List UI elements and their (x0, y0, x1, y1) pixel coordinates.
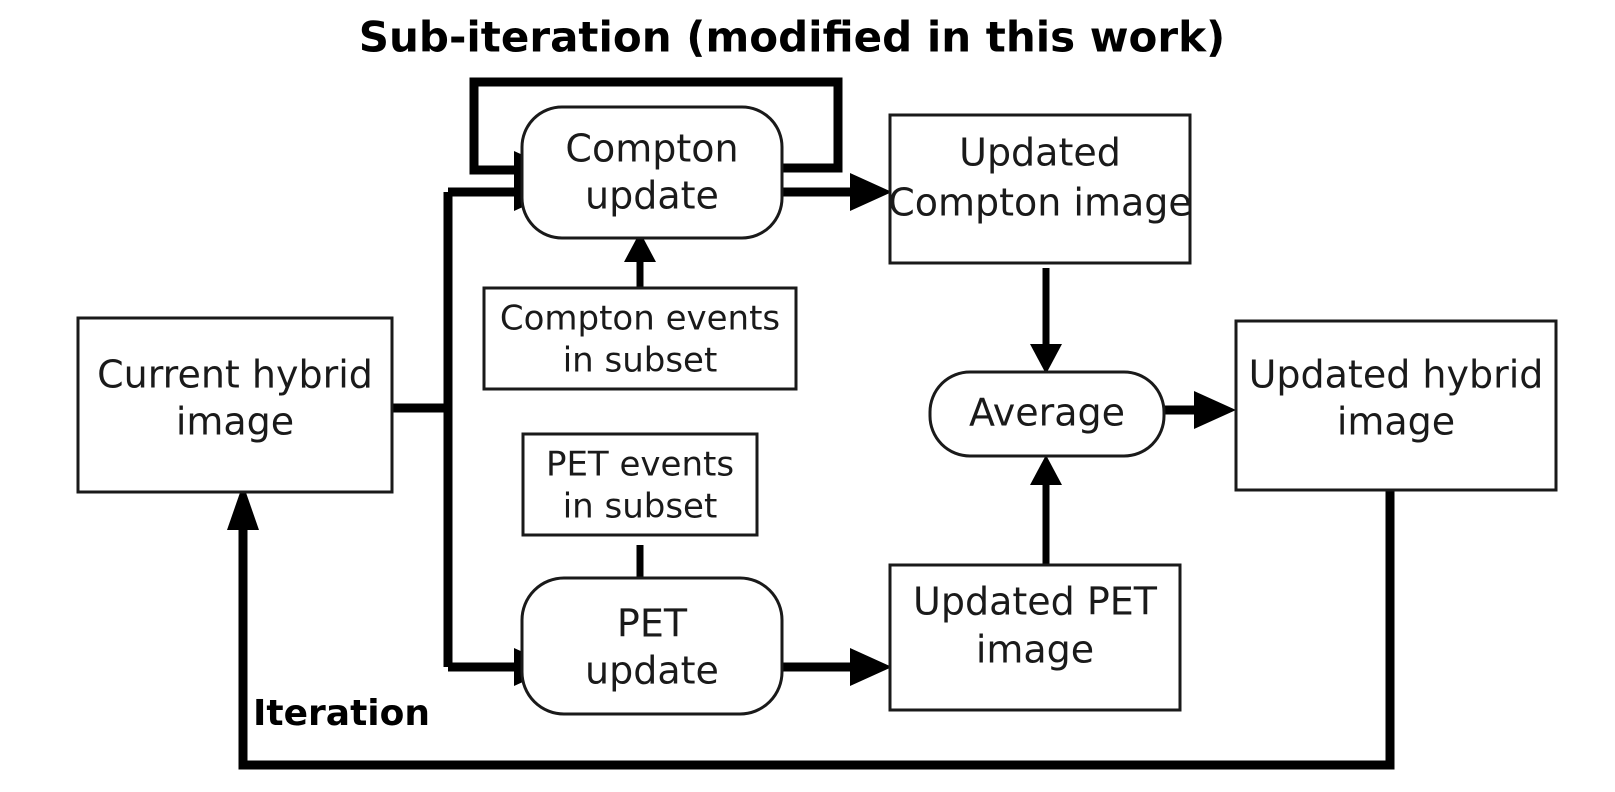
node-pet-update-line1: PET (617, 602, 688, 646)
node-pet-update[interactable]: PET update (520, 576, 784, 716)
node-updated-compton-image-line2: Compton image (888, 181, 1192, 225)
node-updated-hybrid-image[interactable]: Updated hybrid image (1234, 319, 1558, 492)
edge-updated-pet-image-to-average (1030, 455, 1062, 568)
edge-iteration-return (227, 484, 1395, 770)
node-average[interactable]: Average (928, 370, 1166, 458)
node-updated-hybrid-image-line2: image (1337, 400, 1455, 444)
node-pet-events-in-subset-line1: PET events (546, 445, 734, 485)
node-updated-pet-image[interactable]: Updated PET image (888, 563, 1182, 712)
node-updated-pet-image-line2: image (976, 628, 1094, 672)
sub-iteration-title: Sub-iteration (modified in this work) (359, 13, 1226, 62)
edge-average-to-updated-hybrid-image (1163, 391, 1236, 429)
node-compton-events-in-subset-line2: in subset (563, 341, 718, 381)
node-compton-update[interactable]: Compton update (520, 105, 784, 240)
node-average-label: Average (969, 391, 1125, 435)
node-pet-update-line2: update (585, 649, 719, 693)
node-pet-events-in-subset-line2: in subset (563, 487, 718, 527)
node-compton-update-line1: Compton (565, 127, 738, 171)
node-compton-update-line2: update (585, 174, 719, 218)
node-compton-events-in-subset-line1: Compton events (500, 299, 780, 339)
node-current-hybrid-image[interactable]: Current hybrid image (76, 316, 394, 494)
node-current-hybrid-image-line1: Current hybrid (97, 353, 373, 397)
node-updated-hybrid-image-line1: Updated hybrid (1249, 353, 1544, 397)
edge-pet-update-to-updated-pet-image (782, 648, 892, 686)
node-updated-compton-image-line1: Updated (959, 131, 1121, 175)
node-updated-pet-image-line1: Updated PET (913, 580, 1158, 624)
edge-updated-compton-image-to-average (1030, 268, 1062, 374)
node-current-hybrid-image-line2: image (176, 400, 294, 444)
iteration-label: Iteration (253, 693, 430, 734)
edge-compton-update-to-updated-compton-image (782, 173, 892, 211)
node-compton-events-in-subset[interactable]: Compton events in subset (482, 286, 798, 391)
node-updated-compton-image[interactable]: Updated Compton image (888, 113, 1192, 265)
node-pet-events-in-subset[interactable]: PET events in subset (521, 432, 759, 537)
